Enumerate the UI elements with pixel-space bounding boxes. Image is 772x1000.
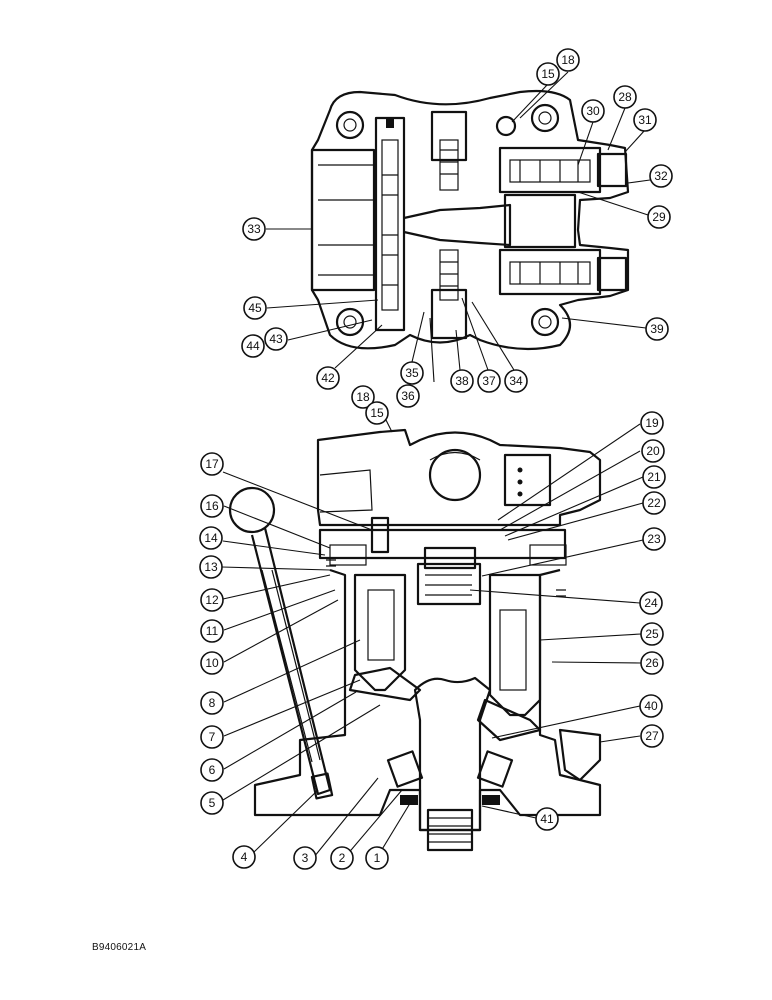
svg-text:25: 25 <box>645 627 659 641</box>
callout-26: 26 <box>640 651 664 675</box>
svg-text:21: 21 <box>647 470 661 484</box>
callout-5: 5 <box>200 791 224 815</box>
callout-22: 22 <box>642 491 666 515</box>
callout-41: 41 <box>535 807 559 831</box>
svg-text:2: 2 <box>339 851 346 865</box>
svg-text:27: 27 <box>645 729 659 743</box>
callout-43: 43 <box>264 327 288 351</box>
leader-lines <box>221 71 651 858</box>
svg-text:20: 20 <box>646 444 660 458</box>
svg-text:40: 40 <box>644 699 658 713</box>
svg-text:24: 24 <box>644 596 658 610</box>
top-view-valve-block <box>310 89 630 351</box>
svg-text:31: 31 <box>638 113 652 127</box>
callout-16: 16 <box>200 494 224 518</box>
callout-6: 6 <box>200 758 224 782</box>
callout-17: 17 <box>200 452 224 476</box>
callout-11: 11 <box>200 619 224 643</box>
svg-text:16: 16 <box>205 499 219 513</box>
callout-31: 31 <box>633 108 657 132</box>
svg-text:5: 5 <box>209 796 216 810</box>
svg-text:4: 4 <box>241 850 248 864</box>
callout-1: 1 <box>365 846 389 870</box>
callout-20: 20 <box>641 439 665 463</box>
callout-33: 33 <box>242 217 266 241</box>
callout-12: 12 <box>200 588 224 612</box>
callout-45: 45 <box>243 296 267 320</box>
callout-29: 29 <box>647 205 671 229</box>
svg-text:29: 29 <box>652 210 666 224</box>
svg-text:33: 33 <box>247 222 261 236</box>
svg-text:6: 6 <box>209 763 216 777</box>
callout-10: 10 <box>200 651 224 675</box>
svg-text:15: 15 <box>541 67 555 81</box>
callout-38: 38 <box>450 369 474 393</box>
callout-4: 4 <box>232 845 256 869</box>
callout-36: 36 <box>396 384 420 408</box>
callout-15-bottom: 15 <box>365 401 389 425</box>
svg-text:13: 13 <box>204 560 218 574</box>
callout-25: 25 <box>640 622 664 646</box>
svg-text:42: 42 <box>321 371 335 385</box>
svg-text:26: 26 <box>645 656 659 670</box>
svg-text:41: 41 <box>540 812 554 826</box>
svg-text:30: 30 <box>586 104 600 118</box>
callout-13: 13 <box>199 555 223 579</box>
callout-2: 2 <box>330 846 354 870</box>
svg-text:17: 17 <box>205 457 219 471</box>
svg-text:23: 23 <box>647 532 661 546</box>
bottom-view-motor-body <box>228 428 602 852</box>
svg-text:10: 10 <box>205 656 219 670</box>
svg-text:8: 8 <box>209 696 216 710</box>
svg-text:43: 43 <box>269 332 283 346</box>
callout-30: 30 <box>581 99 605 123</box>
callout-3: 3 <box>293 846 317 870</box>
callout-28: 28 <box>613 85 637 109</box>
callout-19: 19 <box>640 411 664 435</box>
svg-text:38: 38 <box>455 374 469 388</box>
svg-text:18: 18 <box>356 390 370 404</box>
svg-text:12: 12 <box>205 593 219 607</box>
callout-32: 32 <box>649 164 673 188</box>
svg-text:1: 1 <box>374 851 381 865</box>
callout-24: 24 <box>639 591 663 615</box>
svg-text:11: 11 <box>206 624 219 638</box>
callout-35: 35 <box>400 361 424 385</box>
svg-text:3: 3 <box>302 851 309 865</box>
callouts-top: 18 15 28 30 31 32 29 33 45 43 44 42 35 3… <box>241 48 673 408</box>
callout-18-top: 18 <box>556 48 580 72</box>
callout-15-top: 15 <box>536 62 560 86</box>
svg-text:32: 32 <box>654 169 668 183</box>
callout-14: 14 <box>199 526 223 550</box>
callout-7: 7 <box>200 725 224 749</box>
svg-text:28: 28 <box>618 90 632 104</box>
callout-39: 39 <box>645 317 669 341</box>
svg-text:7: 7 <box>209 730 216 744</box>
svg-text:45: 45 <box>248 301 262 315</box>
callouts-bottom: 18 15 17 16 14 13 12 11 10 8 7 6 5 4 3 2… <box>199 385 666 870</box>
callout-34: 34 <box>504 369 528 393</box>
svg-text:22: 22 <box>647 496 661 510</box>
svg-text:39: 39 <box>650 322 664 336</box>
svg-text:37: 37 <box>482 374 496 388</box>
svg-text:15: 15 <box>370 406 384 420</box>
figure-code-label: B9406021A <box>92 942 147 953</box>
svg-text:35: 35 <box>405 366 419 380</box>
callout-23: 23 <box>642 527 666 551</box>
callout-27: 27 <box>640 724 664 748</box>
callout-40: 40 <box>639 694 663 718</box>
svg-text:44: 44 <box>246 339 260 353</box>
callout-42: 42 <box>316 366 340 390</box>
svg-text:14: 14 <box>204 531 218 545</box>
callout-8: 8 <box>200 691 224 715</box>
svg-text:19: 19 <box>645 416 659 430</box>
callout-44: 44 <box>241 334 265 358</box>
callout-37: 37 <box>477 369 501 393</box>
callout-21: 21 <box>642 465 666 489</box>
svg-text:18: 18 <box>561 53 575 67</box>
svg-text:36: 36 <box>401 389 415 403</box>
callout-18-bottom: 18 <box>351 385 375 409</box>
svg-text:34: 34 <box>509 374 523 388</box>
